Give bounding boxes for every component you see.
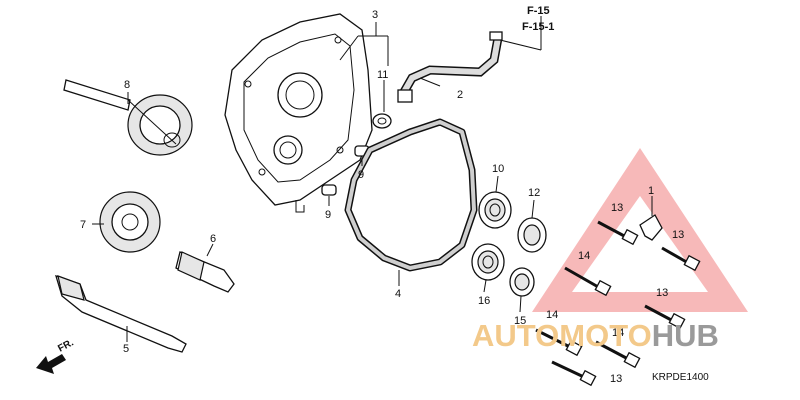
dowel-pin-lower [321,184,337,196]
ref-label-f15-1: F-15-1 [522,21,554,33]
front-marker-label: FR. [56,337,76,354]
watermark-text: AUTOMOTOHUB [472,318,719,353]
label-part-15: 15 [514,315,526,327]
front-direction-arrow [36,354,66,374]
breather-tube [397,31,503,103]
watermark-text-part2: HUB [652,318,719,353]
watermark-logo [532,148,748,312]
label-part-3: 3 [372,9,378,21]
label-part-7: 7 [80,219,86,231]
label-part-12: 12 [528,187,540,199]
label-part-9-upper: 9 [358,169,364,181]
pinion-shaft [175,251,235,293]
label-part-13-c: 13 [656,287,668,299]
bolt-14-a [564,266,612,297]
label-part-16: 16 [478,295,490,307]
bearing-16 [471,243,505,281]
label-part-4: 4 [395,288,401,300]
label-part-10: 10 [492,163,504,175]
oil-seal [372,113,392,129]
label-part-1: 1 [648,185,654,197]
label-part-9-lower: 9 [325,209,331,221]
countershaft-gear [63,79,193,156]
ref-label-f15: F-15 [527,5,550,17]
bearing-12 [517,217,547,253]
label-part-13-d: 13 [610,373,622,385]
label-part-13-a: 13 [611,202,623,214]
watermark-text-part1: AUTOMOTO [472,318,652,353]
retaining-clip [639,214,663,241]
label-part-11: 11 [377,69,388,81]
label-part-5: 5 [123,343,129,355]
label-part-14-c: 14 [612,327,624,339]
bolt-13-c [644,304,686,330]
transmission-cover [224,13,373,213]
bolt-13-a [597,220,639,246]
bolt-14-b [535,328,583,357]
bolt-13-d [551,360,597,387]
bearing-15 [509,267,535,297]
bearing-10 [478,191,512,229]
label-part-14-b: 14 [546,309,558,321]
label-part-6: 6 [210,233,216,245]
gasket [344,118,478,272]
gear-7 [99,191,161,253]
label-part-8: 8 [124,79,130,91]
final-shaft [55,274,187,353]
label-part-13-b: 13 [672,229,684,241]
label-part-2: 2 [457,89,463,101]
diagram-code: KRPDE1400 [652,372,709,383]
bolt-13-b [661,246,701,272]
label-part-14-a: 14 [578,250,590,262]
bolt-14-c [595,340,641,369]
